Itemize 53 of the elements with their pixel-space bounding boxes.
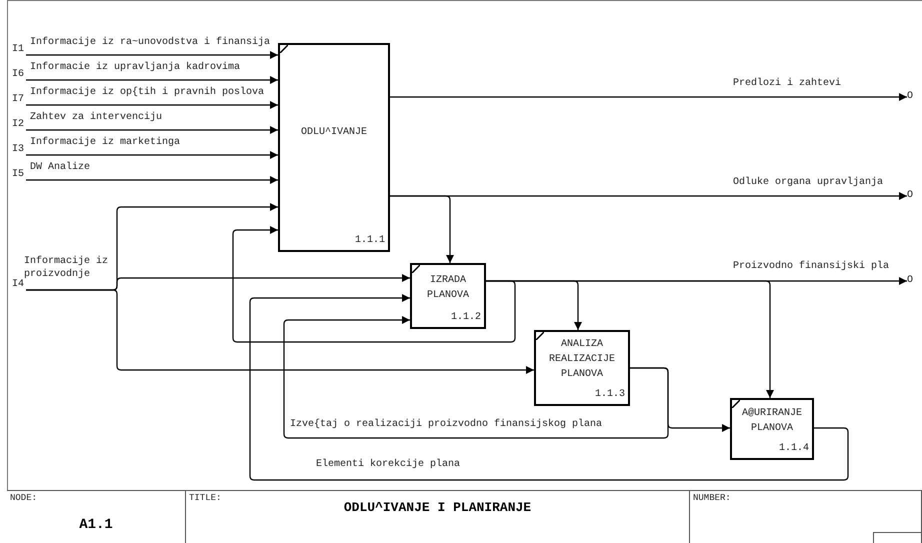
activity-number: 1.1.2 — [450, 312, 481, 324]
arrow-code: I6 — [12, 69, 24, 81]
arrow — [26, 151, 278, 159]
edge-label: Odluke organa upravljanja — [733, 176, 884, 189]
edge-label: Proizvodno finansijski pla — [733, 260, 890, 273]
activity-number: 1.1.4 — [778, 443, 809, 455]
arrow — [232, 226, 516, 343]
arrow — [390, 93, 907, 101]
activity-name: ANALIZA REALIZACIJE PLANOVA — [548, 338, 616, 382]
edge-label: Zahtev za intervenciju — [30, 111, 162, 124]
arrow-code: I3 — [12, 144, 24, 156]
arrow — [630, 367, 730, 432]
edge-label: Informacije iz proizvodnje — [24, 255, 110, 281]
edge-label: Informacije iz ra~unovodstva i finansija — [30, 36, 270, 49]
arrow — [390, 195, 454, 263]
edge-label: Elementi korekcije plana — [316, 458, 460, 471]
edge-label: Informacije iz op{tih i pravnih poslova — [30, 86, 264, 99]
activity-box — [534, 330, 630, 406]
arrow-code: I7 — [12, 94, 24, 106]
arrow-code: I5 — [12, 169, 24, 181]
arrow — [26, 289, 534, 374]
arrow — [26, 101, 278, 109]
field-caption: NODE: — [10, 493, 38, 503]
node-id: A1.1 — [78, 517, 114, 533]
activity-number: 1.1.1 — [354, 235, 385, 247]
field-caption: TITLE: — [189, 493, 222, 503]
arrow-code: O — [907, 275, 914, 287]
edge-label: Informacije iz marketinga — [30, 136, 180, 149]
diagram-title: ODLU^IVANJE I PLANIRANJE — [342, 500, 532, 515]
arrow — [486, 280, 774, 398]
arrow-code: O — [907, 190, 914, 202]
arrow — [26, 176, 278, 184]
arrow — [26, 51, 278, 59]
arrow-code: I4 — [12, 279, 24, 291]
edge-label: Predlozi i zahtevi — [733, 77, 842, 90]
arrow — [283, 316, 669, 439]
field-caption: NUMBER: — [693, 493, 731, 503]
activity-box — [278, 43, 390, 252]
arrow-code: O — [907, 91, 914, 103]
activity-box — [410, 263, 486, 329]
activity-name: IZRADA PLANOVA — [426, 274, 470, 303]
activity-name: A@URIRANJE PLANOVA — [740, 406, 803, 436]
activity-box — [730, 398, 814, 460]
arrow-code: I1 — [12, 44, 24, 56]
edge-label: DW Analize — [30, 161, 90, 174]
arrow — [26, 126, 278, 134]
arrow-code: I2 — [12, 119, 24, 131]
activity-name: ODLU^IVANJE — [300, 126, 368, 140]
edge-label: Izve{taj o realizaciji proizvodno finansijskog plana — [290, 418, 602, 431]
edge-label: Informacie iz upravljanja kadrovima — [30, 61, 240, 74]
activity-number: 1.1.3 — [594, 389, 625, 401]
arrow — [26, 76, 278, 84]
arrow — [249, 294, 849, 481]
